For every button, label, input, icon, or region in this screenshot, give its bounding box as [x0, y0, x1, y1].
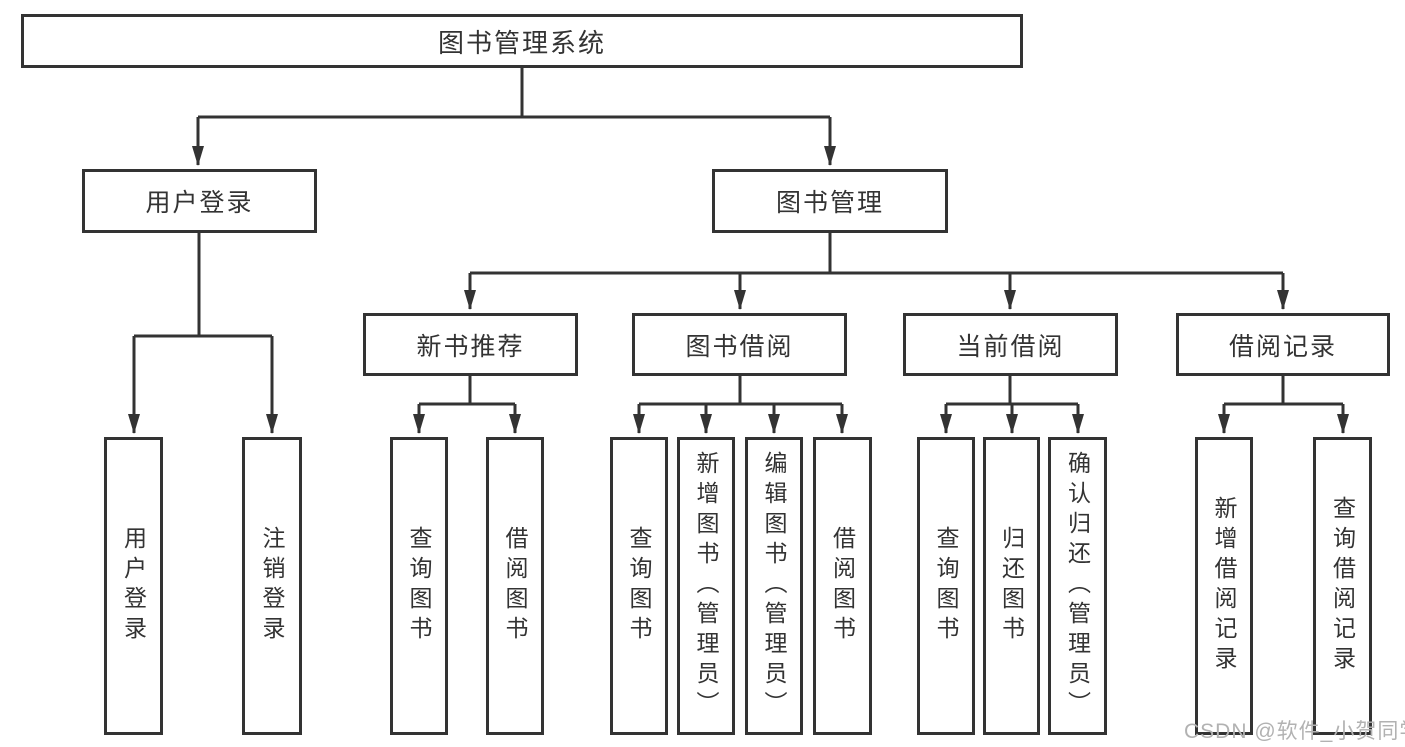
leaf-node-add-borrow-record: 新增借阅记录: [1195, 437, 1253, 735]
leaf-node-logout: 注销登录: [242, 437, 302, 735]
section-node-label: 新书推荐: [416, 332, 525, 361]
leaf-node-label: 查询图书: [933, 526, 959, 646]
leaf-node-label: 借阅图书: [502, 526, 528, 646]
leaf-node-borrow-books: 借阅图书: [813, 437, 872, 735]
leaf-node-label: 新增图书（管理员）: [693, 451, 719, 721]
watermark: CSDN @软件_小贺同学: [1184, 720, 1405, 743]
leaf-node-query-books-borrowing: 查询图书: [610, 437, 668, 735]
leaf-node-label: 归还图书: [998, 526, 1025, 646]
section-node-label: 图书借阅: [685, 332, 794, 361]
leaf-node-label: 查询图书: [406, 526, 432, 646]
leaf-node-label: 用户登录: [120, 526, 147, 646]
section-node-label: 当前借阅: [956, 332, 1065, 361]
leaf-node-label: 查询图书: [626, 526, 652, 646]
root-node-label: 图书管理系统: [437, 27, 606, 58]
leaf-node-label: 确认归还（管理员）: [1064, 451, 1091, 721]
section-node-new-book-recommendation: 新书推荐: [363, 313, 578, 376]
leaf-node-label: 编辑图书（管理员）: [761, 451, 787, 721]
section-node-label: 借阅记录: [1228, 332, 1337, 361]
leaf-node-query-books-current: 查询图书: [917, 437, 975, 735]
section-node-book-borrowing: 图书借阅: [632, 313, 847, 376]
leaf-node-label: 新增借阅记录: [1211, 496, 1237, 676]
leaf-node-label: 查询借阅记录: [1329, 496, 1356, 676]
root-node-library-management-system: 图书管理系统: [21, 14, 1023, 68]
leaf-node-query-borrow-record: 查询借阅记录: [1313, 437, 1372, 735]
leaf-node-return-books: 归还图书: [983, 437, 1040, 735]
section-node-borrowing-records: 借阅记录: [1176, 313, 1390, 376]
branch-node-user-login: 用户登录: [82, 169, 317, 233]
leaf-node-add-books-admin: 新增图书（管理员）: [677, 437, 735, 735]
leaf-node-query-books-recommend: 查询图书: [390, 437, 448, 735]
branch-node-label: 用户登录: [145, 189, 254, 217]
leaf-node-edit-books-admin: 编辑图书（管理员）: [745, 437, 803, 735]
leaf-node-user-login: 用户登录: [104, 437, 163, 735]
branch-node-label: 图书管理: [775, 189, 884, 217]
leaf-node-label: 借阅图书: [829, 526, 856, 646]
branch-node-book-management: 图书管理: [712, 169, 948, 233]
section-node-current-borrowing: 当前借阅: [903, 313, 1118, 376]
leaf-node-confirm-return-admin: 确认归还（管理员）: [1048, 437, 1107, 735]
leaf-node-borrow-books-recommend: 借阅图书: [486, 437, 544, 735]
leaf-node-label: 注销登录: [259, 526, 285, 646]
